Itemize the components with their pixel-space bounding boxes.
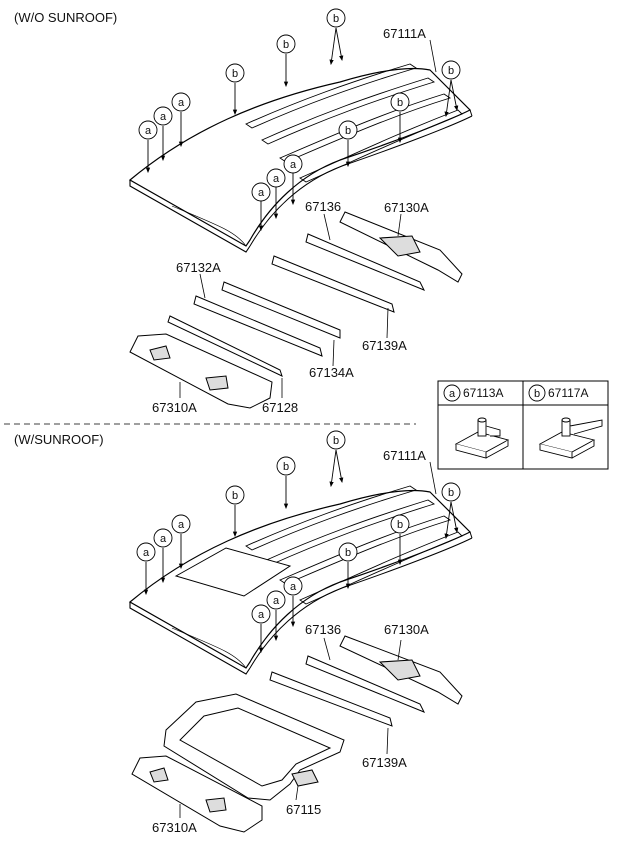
fastener-67113a-icon: [454, 417, 510, 459]
callout-b: b: [232, 490, 238, 502]
callout-a: a: [143, 547, 150, 559]
part-label-67132a: 67132A: [176, 260, 221, 275]
part-label-67130a: 67130A: [384, 622, 429, 637]
part-label-67136: 67136: [305, 199, 341, 214]
callout-b: b: [448, 487, 454, 499]
part-label-67136: 67136: [305, 622, 341, 637]
callout-b: b: [333, 13, 339, 25]
part-label-67130a: 67130A: [384, 200, 429, 215]
roof-panel-top: [129, 63, 473, 253]
callout-a: a: [178, 519, 185, 531]
leader-lines-bottom: [179, 461, 437, 818]
part-label-67111a: 67111A: [383, 26, 426, 41]
section-title-without-sunroof: (W/O SUNROOF): [14, 10, 117, 25]
part-label-67310a: 67310A: [152, 820, 197, 835]
callout-a: a: [290, 159, 297, 171]
part-labels-bottom: 67111A 67130A 67136 67139A 67115 67310A: [152, 448, 429, 835]
leader-lines-top: [179, 39, 437, 398]
roof-rails-bottom: [131, 635, 463, 833]
section-title-with-sunroof: (W/SUNROOF): [14, 432, 104, 447]
part-label-67128: 67128: [262, 400, 298, 415]
part-label-67310a: 67310A: [152, 400, 197, 415]
part-label-67139a: 67139A: [362, 755, 407, 770]
part-label-67139a: 67139A: [362, 338, 407, 353]
callout-a: a: [290, 581, 297, 593]
callout-b: b: [333, 435, 339, 447]
callout-a: a: [145, 125, 152, 137]
part-labels-top: 67111A 67130A 67136 67132A 67139A 67134A…: [152, 26, 429, 415]
callout-a: a: [258, 187, 265, 199]
callout-a: a: [178, 97, 185, 109]
callout-a: a: [273, 173, 280, 185]
roof-panel-bottom: [129, 485, 473, 675]
callout-b: b: [345, 125, 351, 137]
callout-b: b: [397, 519, 403, 531]
legend-letter-b: b: [534, 388, 540, 400]
fastener-67117a-icon: [538, 417, 603, 459]
callouts-top: [138, 8, 461, 232]
callout-b: b: [397, 97, 403, 109]
legend-box: a 67113A b 67117A: [437, 380, 609, 470]
callout-b: b: [232, 68, 238, 80]
callout-a: a: [273, 595, 280, 607]
callouts-bottom: [136, 430, 461, 654]
callout-letters-bottom: a a a b b b b b b a a a: [143, 435, 454, 621]
callout-b: b: [283, 39, 289, 51]
callout-a: a: [160, 533, 167, 545]
callout-a: a: [160, 111, 167, 123]
legend-part-67113a: 67113A: [463, 386, 503, 400]
part-label-67134a: 67134A: [309, 365, 354, 380]
part-label-67115: 67115: [286, 802, 321, 817]
callout-a: a: [258, 609, 265, 621]
roof-rails-top: [129, 211, 463, 409]
part-label-67111a: 67111A: [383, 448, 426, 463]
callout-b: b: [345, 547, 351, 559]
legend-part-67117a: 67117A: [548, 386, 588, 400]
callout-b: b: [283, 461, 289, 473]
callout-letters-top: a a a b b b b b b a a a: [145, 13, 454, 199]
callout-b: b: [448, 65, 454, 77]
legend-letter-a: a: [449, 388, 456, 400]
